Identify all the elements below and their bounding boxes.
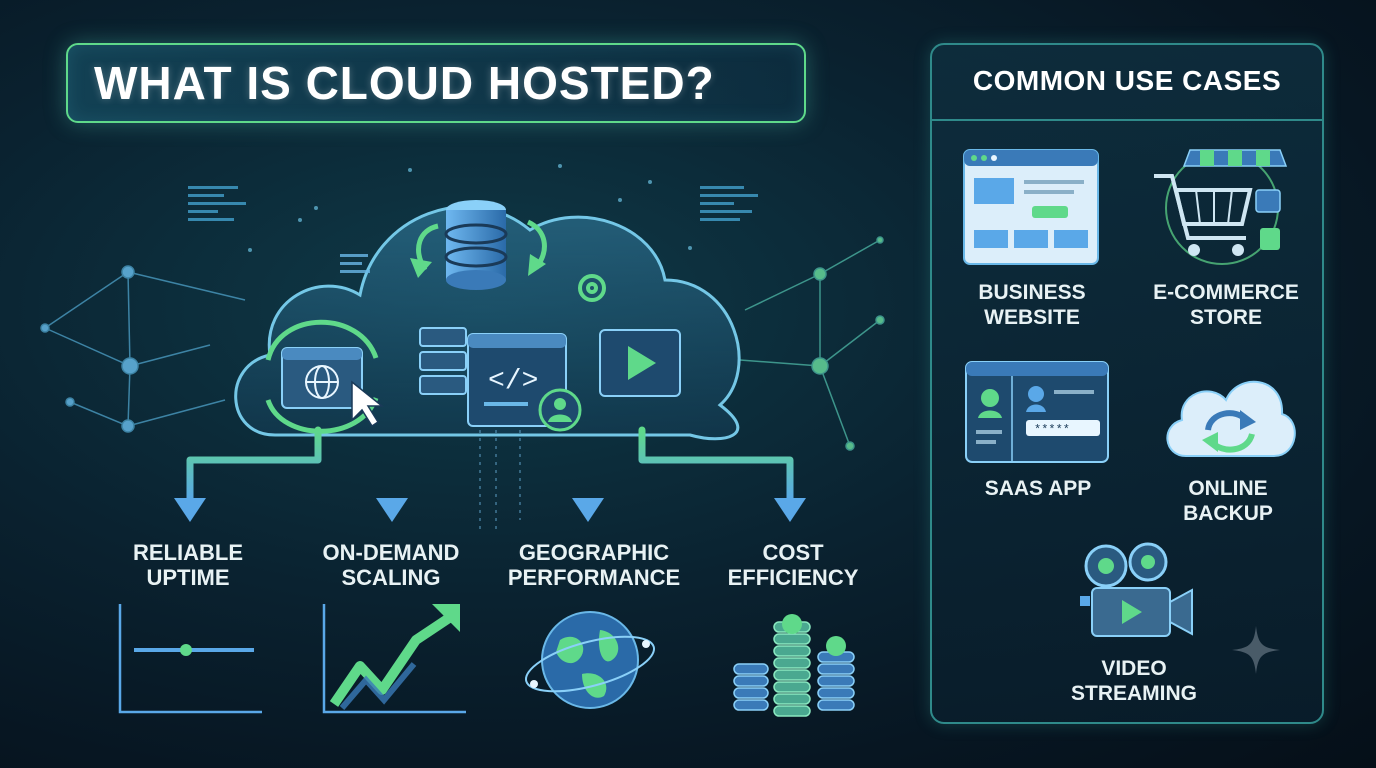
use-cases-title: COMMON USE CASES: [972, 65, 1282, 96]
globe-icon: [524, 611, 656, 709]
use-label-video-streaming: VIDEO STREAMING: [1071, 657, 1197, 705]
video-player-icon: [599, 329, 681, 397]
use-label-ecommerce-store: E-COMMERCE STORE: [1153, 281, 1299, 329]
arrow-to-efficiency: [638, 426, 794, 504]
use-label-online-backup: ONLINE BACKUP: [1183, 477, 1273, 525]
benefit-label-efficiency: COST EFFICIENCY: [727, 540, 859, 590]
user-avatar-icon: [538, 388, 582, 432]
gear-icon: [578, 274, 606, 302]
code-lines-right: [700, 186, 758, 221]
cursor-icon: [351, 380, 385, 428]
browser-globe-icon: [281, 347, 363, 409]
database-icon: [444, 200, 508, 290]
svg-text:*****: *****: [1034, 423, 1070, 437]
page-title: WHAT IS CLOUD HOSTED?: [94, 57, 715, 109]
shopping-cart-icon: [1154, 149, 1288, 265]
title-box: WHAT IS CLOUD HOSTED?: [66, 43, 806, 123]
svg-text:</>: </>: [488, 366, 538, 397]
browser-window-icon: [963, 149, 1099, 265]
network-lines-left: [40, 265, 246, 433]
sparkle-icon: [1232, 626, 1280, 674]
benefit-label-performance: GEOGRAPHIC PERFORMANCE: [507, 540, 681, 590]
use-label-business-website: BUSINESS WEBSITE: [978, 281, 1086, 329]
benefit-label-scaling: ON-DEMAND SCALING: [322, 540, 460, 590]
use-label-saas-app: SAAS APP: [984, 477, 1092, 500]
network-lines-right: [739, 236, 885, 451]
dashed-lines: [479, 430, 521, 530]
app-dashboard-icon: *****: [965, 361, 1109, 463]
cloud-diagram: </>: [40, 164, 885, 530]
server-stack-icon: [419, 327, 467, 395]
growth-chart-icon: [322, 604, 466, 714]
arrow-to-uptime: [186, 426, 322, 504]
cloud-sync-icon: [1166, 380, 1296, 457]
coin-stacks-icon: [733, 614, 855, 717]
document-lines: [340, 254, 370, 273]
video-camera-icon: [1080, 542, 1193, 637]
code-lines-left: [188, 186, 246, 221]
benefit-label-uptime: RELIABLE UPTIME: [133, 540, 243, 590]
panel-divider: [932, 119, 1322, 121]
uptime-chart-icon: [118, 604, 262, 714]
arrow-heads: [174, 498, 806, 522]
circuit-dots: [248, 164, 692, 252]
flow-arrows: [186, 426, 794, 504]
